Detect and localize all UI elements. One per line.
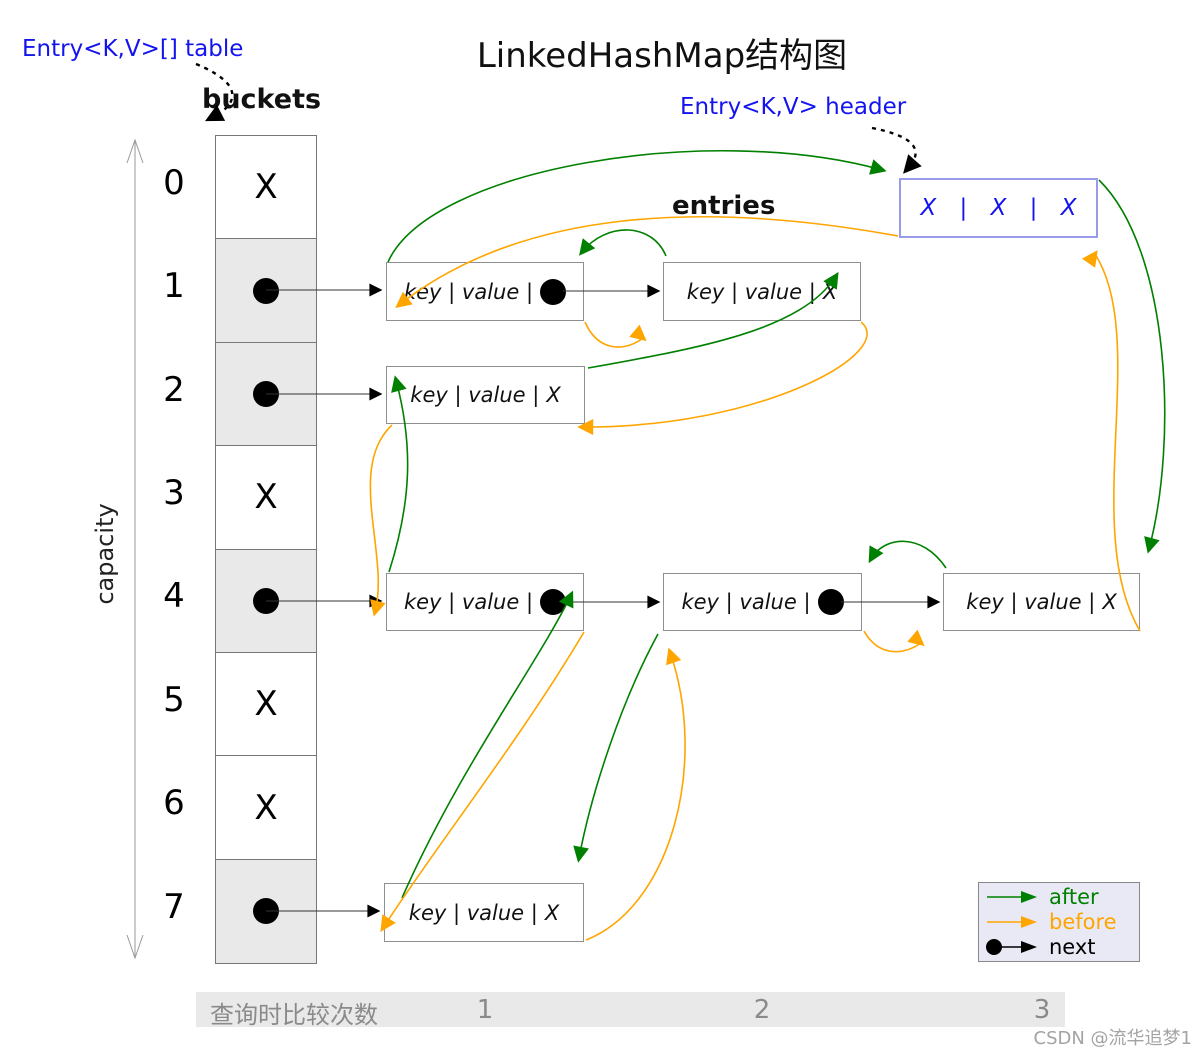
legend-label-before: before	[1049, 909, 1117, 934]
null-pointer-x: X	[1102, 590, 1117, 614]
entry-1b: key | value |X	[663, 262, 861, 321]
entry-label: key | value |	[403, 279, 534, 304]
bucket-index-4: 4	[163, 576, 185, 617]
next-arrow-icon	[986, 939, 1037, 955]
comparison-count-3: 3	[1033, 995, 1051, 1025]
header-pointer-label: Entry<K,V> header	[680, 94, 907, 120]
legend-item-after: after	[985, 885, 1133, 910]
null-pointer-x: X	[822, 279, 838, 304]
bucket-cell-1	[216, 239, 316, 343]
bucket-index-2: 2	[163, 369, 185, 410]
table-pointer-label: Entry<K,V>[] table	[22, 36, 244, 62]
bucket-index-0: 0	[163, 162, 185, 203]
after-link	[578, 229, 667, 257]
next-pointer-dot	[540, 278, 567, 305]
before-arrow-icon	[987, 916, 1037, 928]
comparison-count-label: 查询时比较次数	[210, 1001, 378, 1029]
after-link	[573, 633, 659, 863]
bucket-index-7: 7	[163, 886, 185, 927]
legend-item-next: next	[985, 935, 1133, 960]
bucket-dot	[253, 277, 279, 304]
entry-label: key | value |	[966, 590, 1096, 614]
bucket-index-3: 3	[163, 472, 185, 513]
comparison-count-1: 1	[476, 995, 494, 1025]
entries-label: entries	[672, 191, 776, 221]
capacity-axis	[126, 138, 144, 960]
bucket-dot	[253, 380, 279, 407]
next-pointer-dot	[540, 589, 567, 615]
bucket-cell-4	[216, 549, 316, 653]
bucket-cell-5: X	[216, 652, 316, 757]
capacity-label: capacity	[91, 503, 119, 605]
after-link	[401, 590, 574, 899]
after-link	[1098, 179, 1166, 554]
entry-label: key | value |	[681, 590, 811, 614]
entry-1a: key | value |	[386, 262, 584, 321]
watermark: CSDN @流华追梦1	[1033, 1028, 1193, 1049]
entry-label: key | value |	[686, 279, 816, 304]
bucket-index-5: 5	[163, 679, 185, 720]
entry-label: key | value |	[403, 590, 534, 614]
comparison-count-bar: 查询时比较次数 1 2 3	[196, 992, 1065, 1029]
legend-label-after: after	[1049, 884, 1099, 909]
null-pointer-x: X	[544, 900, 560, 925]
null-pointer-x: X	[546, 383, 561, 407]
bucket-dot	[253, 898, 279, 925]
legend-item-before: before	[985, 910, 1133, 935]
bucket-cell-0: X	[216, 136, 316, 240]
buckets-label: buckets	[202, 84, 322, 115]
before-link	[585, 647, 686, 941]
entry-4b: key | value |	[663, 573, 862, 631]
bucket-cell-7	[216, 859, 316, 964]
before-link	[577, 321, 868, 436]
entry-4c: key | value |X	[943, 573, 1140, 631]
comparison-count-2: 2	[753, 995, 771, 1025]
entry-label: key | value |	[410, 383, 540, 407]
entry-4a: key | value |	[386, 573, 584, 631]
pointer-link	[871, 126, 922, 174]
after-link	[868, 540, 947, 569]
bucket-cell-2	[216, 342, 316, 447]
bucket-dot	[253, 587, 279, 614]
next-pointer-dot	[817, 589, 844, 615]
after-arrow-icon	[987, 891, 1037, 903]
legend-label-next: next	[1049, 934, 1096, 959]
after-link	[387, 150, 887, 263]
bucket-index-6: 6	[163, 783, 185, 824]
header-node: X | X | X	[899, 178, 1098, 238]
entry-label: key | value |	[408, 900, 538, 925]
entry-7a: key | value |X	[384, 883, 584, 942]
before-link	[584, 321, 647, 348]
before-link	[863, 629, 925, 653]
bucket-index-1: 1	[163, 266, 185, 307]
diagram-title: LinkedHashMap结构图	[476, 36, 848, 76]
bucket-cell-3: X	[216, 446, 316, 550]
entry-2a: key | value |X	[386, 366, 585, 424]
bucket-cell-6: X	[216, 756, 316, 860]
